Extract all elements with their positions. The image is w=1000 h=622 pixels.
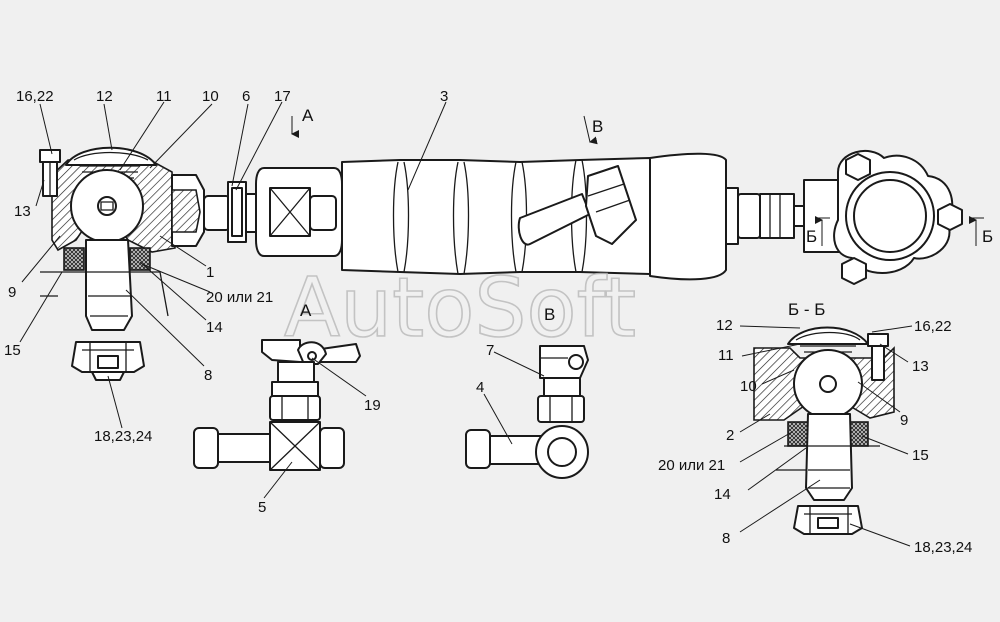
watermark-text: AutoSoft (284, 261, 636, 356)
section-bb (753, 326, 895, 535)
callout-15-right: 15 (912, 447, 929, 464)
callout-14-right: 14 (714, 486, 731, 503)
callout-20-21-right: 20 или 21 (658, 457, 725, 474)
callout-13-right: 13 (912, 358, 929, 375)
callout-13-left: 13 (14, 203, 31, 220)
view-v-title: В (544, 305, 555, 324)
callout-11-right: 11 (718, 347, 734, 364)
callout-2: 2 (726, 427, 734, 444)
callout-7: 7 (486, 342, 494, 359)
callout-20-21-left: 20 или 21 (206, 289, 273, 306)
callout-10-right: 10 (740, 378, 757, 395)
callout-14-left: 14 (206, 319, 223, 336)
callout-19: 19 (364, 397, 381, 414)
callout-10-top: 10 (202, 88, 219, 105)
callout-17: 17 (274, 88, 291, 105)
cut-plane-right-label: Б (982, 227, 993, 246)
callout-11-top: 11 (156, 88, 172, 105)
view-a-arrow-label: А (302, 106, 314, 125)
callout-6: 6 (242, 88, 250, 105)
callout-18-23-24-right: 18,23,24 (914, 539, 972, 556)
left-ball-joint (39, 146, 205, 381)
callout-18-23-24-left: 18,23,24 (94, 428, 152, 445)
cut-plane-left-label: Б (806, 227, 817, 246)
callout-8-right: 8 (722, 530, 730, 547)
callout-9-left: 9 (8, 284, 16, 301)
rod-assembly (203, 149, 963, 285)
callout-16-22-right: 16,22 (914, 318, 952, 335)
view-v (465, 345, 589, 479)
callout-4: 4 (476, 379, 484, 396)
view-v-arrow-label: В (592, 117, 603, 136)
callout-8-left: 8 (204, 367, 212, 384)
callout-5: 5 (258, 499, 266, 516)
view-a (193, 339, 361, 471)
view-indicators (291, 115, 984, 246)
section-bb-title: Б - Б (788, 300, 825, 319)
callout-12-right: 12 (716, 317, 733, 334)
callout-1: 1 (206, 264, 214, 281)
callout-15-left: 15 (4, 342, 21, 359)
callout-12-top: 12 (96, 88, 113, 105)
view-a-title: А (300, 301, 312, 320)
callout-3: 3 (440, 88, 448, 105)
leader-lines (19, 101, 913, 547)
callout-9-right: 9 (900, 412, 908, 429)
callout-16-22-top: 16,22 (16, 88, 54, 105)
